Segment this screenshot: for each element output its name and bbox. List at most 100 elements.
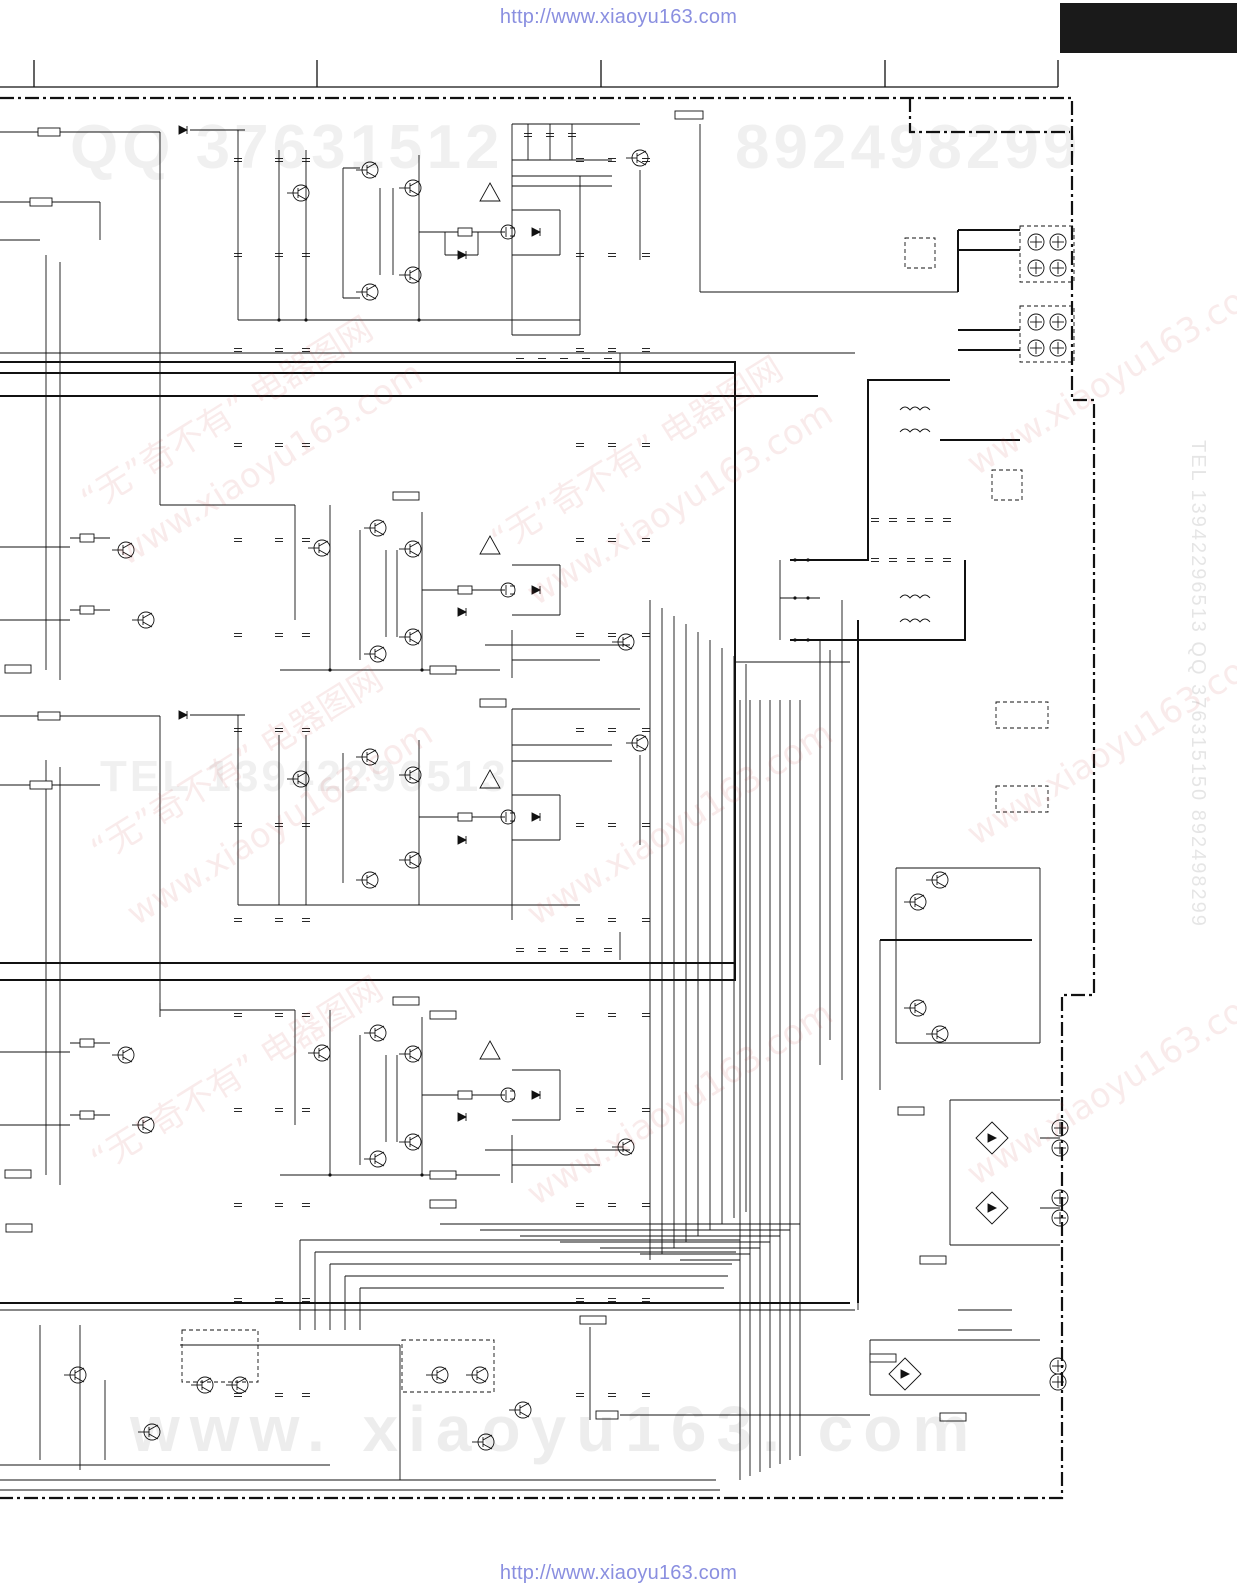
capacitor-symbol [234,633,242,637]
part-label-box [429,665,457,675]
speaker-terminal [1051,1119,1069,1137]
transistor-symbol [364,645,387,663]
capacitor-symbol [576,538,584,542]
speaker-terminal [1049,1357,1067,1375]
transistor-symbol [399,540,422,558]
capacitor-symbol [608,918,616,922]
capacitor-symbol [576,1108,584,1112]
resistor-symbol [457,1090,473,1100]
diode-symbol [531,812,542,822]
transistor-symbol [466,1366,489,1384]
transistor-symbol [138,1423,161,1441]
junction-dot [420,1173,424,1177]
diode-symbol [178,710,189,720]
warning-triangle [479,535,501,555]
junction-dot [793,638,797,642]
transistor-symbol [364,519,387,537]
mosfet-symbol [500,582,516,598]
part-label-box [869,1353,897,1363]
transistor-symbol [287,184,310,202]
relay-box [904,237,936,269]
capacitor-symbol [516,358,524,362]
part-label-box [392,996,420,1006]
part-label-box [939,1412,967,1422]
transistor-symbol [472,1433,495,1451]
transistor-symbol [226,1376,249,1394]
capacitor-symbol [275,918,283,922]
bridge-rectifier [975,1191,1009,1225]
speaker-terminal [1051,1139,1069,1157]
footer-url[interactable]: http://www.xiaoyu163.com [499,1562,738,1584]
capacitor-symbol [608,538,616,542]
capacitor-symbol [275,348,283,352]
capacitor-symbol [907,558,915,562]
transistor-symbol [926,871,949,889]
capacitor-symbol [234,1298,242,1302]
header-url[interactable]: http://www.xiaoyu163.com [499,6,738,28]
junction-dot [793,558,797,562]
capacitor-symbol [234,728,242,732]
junction-dot [793,596,797,600]
transistor-symbol [287,770,310,788]
junction-dot [806,558,810,562]
warning-triangle [479,182,501,202]
capacitor-symbol [642,1298,650,1302]
capacitor-symbol [275,728,283,732]
speaker-terminal [1027,259,1045,277]
transistor-symbol [426,1366,449,1384]
capacitor-symbol [576,348,584,352]
capacitor-symbol [302,823,310,827]
capacitor-symbol [608,728,616,732]
diode-symbol [457,835,468,845]
bridge-rectifier [975,1121,1009,1155]
relay-box [991,469,1023,501]
capacitor-symbol [516,948,524,952]
relay-box [181,1329,259,1383]
junction-dot [304,318,308,322]
transistor-symbol [626,734,649,752]
transistor-symbol [612,1138,635,1156]
capacitor-symbol [889,558,897,562]
capacitor-symbol [275,538,283,542]
watermark-tel: TEL 13942296513 [100,752,509,801]
capacitor-symbol [234,443,242,447]
transistor-symbol [308,1044,331,1062]
resistor-symbol [29,197,53,207]
capacitor-symbol [302,1108,310,1112]
capacitor-symbol [234,1393,242,1397]
transistor-symbol [399,1045,422,1063]
warning-triangle [479,1040,501,1060]
capacitor-symbol [608,1108,616,1112]
transistor-symbol [399,766,422,784]
capacitor-symbol [568,133,576,137]
capacitor-symbol [582,948,590,952]
capacitor-symbol [608,1203,616,1207]
capacitor-symbol [608,158,616,162]
capacitor-symbol [302,253,310,257]
transistor-symbol [904,999,927,1017]
capacitor-symbol [560,948,568,952]
capacitor-symbol [302,348,310,352]
warning-triangle [479,769,501,789]
part-label-box [4,664,32,674]
capacitor-symbol [275,1013,283,1017]
capacitor-symbol [576,253,584,257]
junction-dot [417,318,421,322]
capacitor-symbol [642,918,650,922]
capacitor-symbol [546,133,554,137]
transformer-coil [899,428,931,433]
capacitor-symbol [275,443,283,447]
diode-symbol [531,1090,542,1100]
speaker-terminal [1027,339,1045,357]
capacitor-symbol [943,518,951,522]
watermark-qq-2: 892498299 [735,113,1082,182]
transistor-symbol [509,1401,532,1419]
speaker-terminal [1027,313,1045,331]
capacitor-symbol [576,728,584,732]
capacitor-symbol [608,253,616,257]
capacitor-symbol [576,158,584,162]
part-label-box [897,1106,925,1116]
part-label-box [579,1315,607,1325]
transistor-symbol [399,1133,422,1151]
capacitor-symbol [576,633,584,637]
